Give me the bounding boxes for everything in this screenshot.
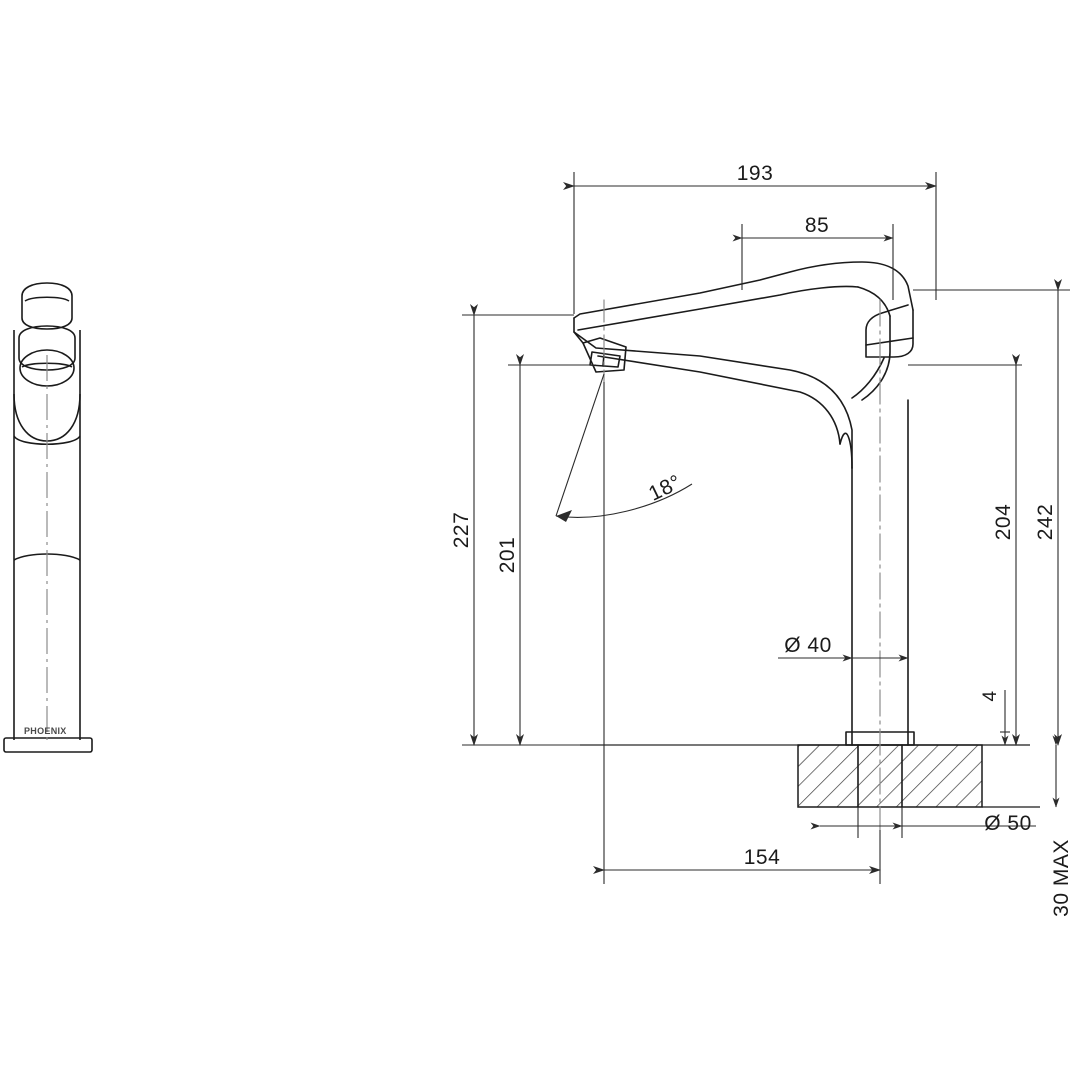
angle-leader-line xyxy=(555,373,605,517)
body-transition-upper xyxy=(857,286,891,317)
handle-cap-inner-line xyxy=(24,296,70,302)
dim-label-201: 201 xyxy=(496,537,519,574)
spout-bottom-inner xyxy=(597,355,841,445)
dim-label-d40: Ø 40 xyxy=(784,634,832,657)
handle-cap xyxy=(21,282,73,330)
dim-label-d50: Ø 50 xyxy=(984,812,1032,835)
spout-bottom-profile xyxy=(573,331,853,469)
body-transition-curve xyxy=(851,357,885,399)
spout-tip-edge xyxy=(573,317,584,344)
dim-label-193: 193 xyxy=(737,162,774,185)
dim-label-4: 4 xyxy=(980,690,1001,701)
dim-label-204: 204 xyxy=(992,504,1015,541)
body-transition-right xyxy=(861,315,891,401)
base-flange xyxy=(3,737,93,753)
dimension-lines xyxy=(462,172,1070,884)
dim-label-227: 227 xyxy=(450,512,473,549)
front-elevation-view xyxy=(3,282,93,753)
column-left-blend xyxy=(839,432,853,469)
angle-arc xyxy=(555,483,693,518)
handle-lever xyxy=(865,304,914,358)
dim-label-18deg: 18° xyxy=(645,471,685,506)
spout-inner-line xyxy=(577,285,859,331)
benchtop-section xyxy=(580,744,1040,808)
dim-label-30max: 30 MAX xyxy=(1050,839,1073,917)
side-section-view xyxy=(573,261,915,831)
aerator-face xyxy=(589,351,621,368)
dim-label-154: 154 xyxy=(744,846,781,869)
dim-label-85: 85 xyxy=(805,214,829,237)
angle-arc-arrow xyxy=(556,510,572,522)
dim-label-242: 242 xyxy=(1034,504,1057,541)
aerator-housing xyxy=(582,337,627,373)
dimension-labels: 193 85 227 201 242 204 18° Ø 40 4 Ø 50 3… xyxy=(450,162,1073,917)
brand-logo-label: PHOENIX xyxy=(24,726,67,736)
handle-collar xyxy=(18,325,76,371)
spout-top-profile xyxy=(573,261,914,319)
